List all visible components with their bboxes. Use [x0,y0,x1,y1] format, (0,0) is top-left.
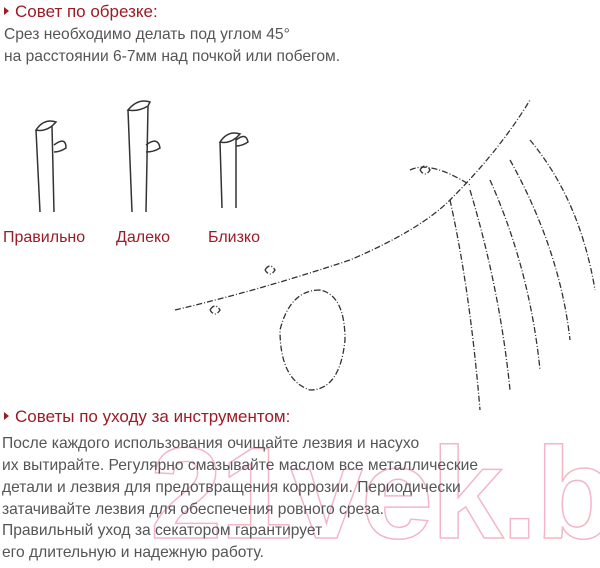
bullet-icon [4,412,9,420]
line: Срез необходимо делать под углом 45° [4,26,290,43]
care-paragraph-1: После каждого использования очищайте лез… [2,433,478,521]
pruning-heading: Совет по обрезке: [4,2,158,22]
line: на расстоянии 6-7мм над почкой или побег… [4,48,341,65]
care-heading: Советы по уходу за инструментом: [4,407,290,427]
line: Правильный уход за секатором гарантирует [2,522,323,539]
care-heading-text: Советы по уходу за инструментом: [15,407,291,426]
care-paragraph-2: Правильный уход за секатором гарантирует… [2,520,322,564]
pruning-heading-text: Совет по обрезке: [15,2,158,21]
label-close: Близко [208,229,261,246]
label-far: Далеко [116,229,171,246]
line: После каждого использования очищайте лез… [2,435,420,452]
label-correct: Правильно [3,229,86,246]
branch-illustrations [34,100,249,213]
line: детали и лезвия для предотвращения корро… [2,479,461,496]
line: затачивайте лезвия для обеспечения ровно… [2,501,385,518]
pruning-text: Срез необходимо делать под углом 45° на … [4,24,340,68]
bullet-icon [4,7,9,15]
fruit-branch-illustration [174,99,596,411]
watermark: 21vek.by [149,419,600,567]
line: их вытирайте. Регулярно смазывайте масло… [2,457,479,474]
line: его длительную и надежную работу. [2,544,264,561]
